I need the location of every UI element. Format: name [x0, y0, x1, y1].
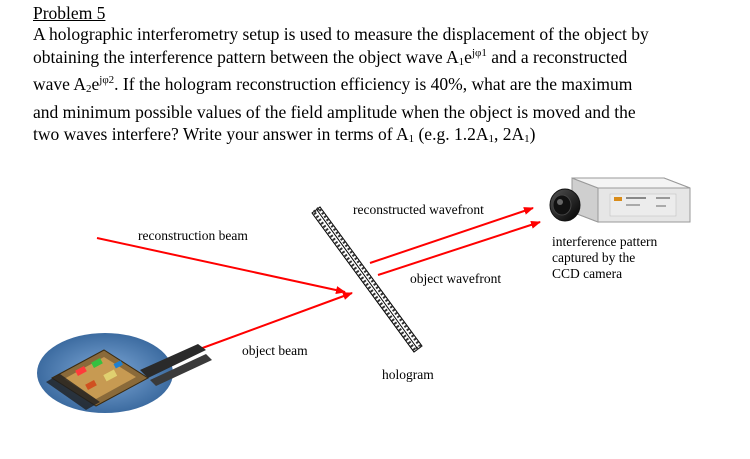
problem-line-4: and minimum possible values of the field… — [33, 101, 636, 122]
chip-object-icon — [37, 333, 212, 413]
reconstruction-beam-label: reconstruction beam — [138, 228, 248, 243]
object-beam-label: object beam — [242, 343, 308, 358]
interference-label-line-3: CCD camera — [552, 266, 622, 281]
object-wavefront-arrow — [377, 220, 541, 276]
ccd-camera-icon — [549, 177, 691, 223]
reconstructed-wavefront-arrow — [369, 207, 534, 264]
reconstructed-wavefront-label: reconstructed wavefront — [353, 202, 484, 217]
interference-label-line-2: captured by the — [552, 250, 635, 265]
interference-label-line-1: interference pattern — [552, 234, 658, 249]
problem-line-2: obtaining the interference pattern betwe… — [33, 46, 628, 68]
hologram-plate-icon — [311, 205, 423, 353]
problem-line-5: two waves interfere? Write your answer i… — [33, 124, 536, 146]
hologram-label: hologram — [382, 367, 434, 382]
object-beam-arrow — [196, 292, 353, 351]
problem-statement: A holographic interferometry setup is us… — [33, 23, 745, 151]
problem-line-3: wave A2ejφ2. If the hologram reconstruct… — [33, 74, 633, 96]
reconstruction-beam-arrow — [96, 237, 346, 294]
problem-line-1: A holographic interferometry setup is us… — [33, 24, 649, 44]
problem-title: Problem 5 — [33, 3, 106, 23]
object-wavefront-label: object wavefront — [410, 271, 501, 286]
